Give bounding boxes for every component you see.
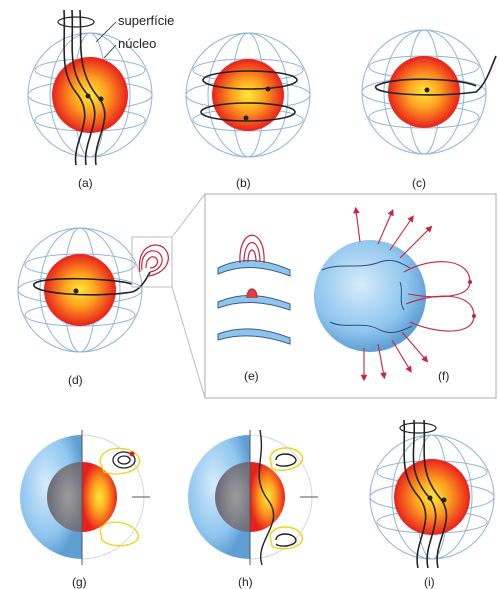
- rotation-arrow-icon: [58, 17, 94, 27]
- core-sphere: [44, 254, 116, 326]
- rotation-arrow-icon: [400, 423, 436, 433]
- panel-label-e: (e): [244, 369, 259, 383]
- sun-surface: [314, 240, 426, 352]
- panel-e: (e): [218, 235, 290, 383]
- panel-label-f: (f): [438, 369, 449, 383]
- core-sphere: [388, 56, 460, 128]
- panel-h: (h): [188, 430, 318, 589]
- panel-label-c: (c): [412, 176, 426, 190]
- panel-b: (b): [186, 33, 310, 190]
- panel-c: (c): [362, 30, 496, 190]
- flux-loop: [139, 245, 168, 276]
- panel-label-i: (i): [424, 575, 435, 589]
- panel-label-b: (b): [236, 176, 251, 190]
- panel-i: (i): [370, 420, 494, 589]
- panel-g: (g): [20, 430, 150, 589]
- panel-label-a: (a): [78, 176, 93, 190]
- panel-label-d: (d): [68, 373, 83, 387]
- label-core: núcleo: [118, 36, 156, 51]
- label-surface: superfície: [118, 13, 174, 28]
- surface-strip: [218, 260, 290, 344]
- panel-label-h: (h): [238, 575, 253, 589]
- panel-d: (d): [18, 194, 205, 398]
- panel-label-g: (g): [72, 575, 87, 589]
- panel-f: (f): [314, 210, 476, 383]
- panel-a: superfície núcleo (a): [28, 10, 174, 190]
